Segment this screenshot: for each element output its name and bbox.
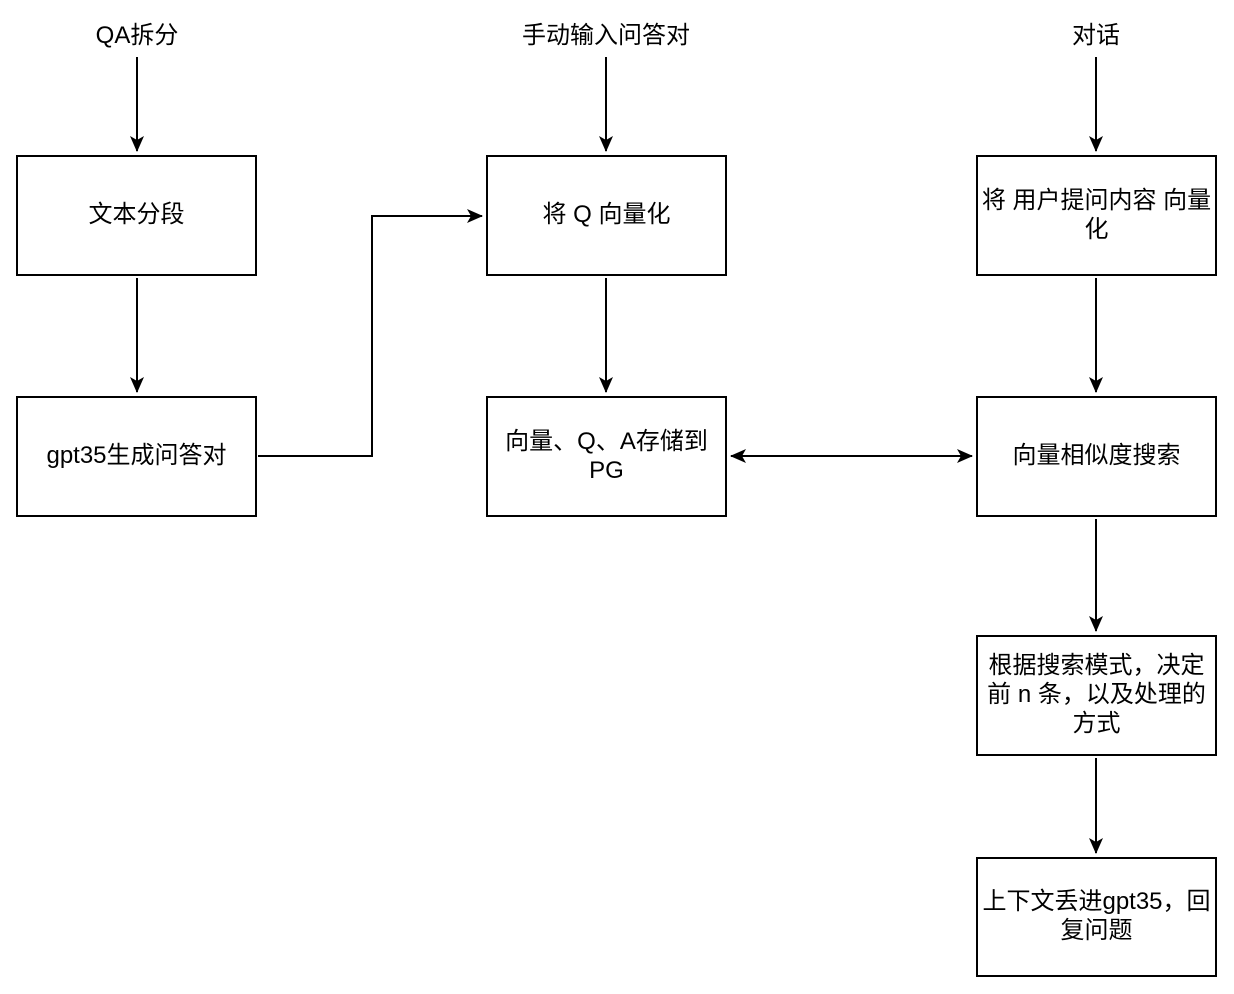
node-search-mode: 根据搜索模式，决定 前 n 条，以及处理的 方式	[976, 635, 1217, 756]
node-store-pg-label: 向量、Q、A存储到 PG	[505, 427, 708, 484]
node-search-mode-label: 根据搜索模式，决定 前 n 条，以及处理的 方式	[987, 652, 1206, 737]
node-similarity-search: 向量相似度搜索	[976, 396, 1217, 517]
node-gen-qa: gpt35生成问答对	[16, 396, 257, 517]
entry-label-dialog: 对话	[1072, 22, 1120, 49]
node-store-pg: 向量、Q、A存储到 PG	[486, 396, 727, 517]
node-gen-qa-label: gpt35生成问答对	[46, 442, 227, 470]
entry-label-qa-split: QA拆分	[95, 22, 179, 49]
node-vectorize-q-label: 将 Q 向量化	[542, 201, 671, 229]
node-vectorize-q: 将 Q 向量化	[486, 155, 727, 276]
node-vectorize-user: 将 用户提问内容 向量 化	[976, 155, 1217, 276]
node-text-split-label: 文本分段	[88, 201, 185, 229]
node-similarity-search-label: 向量相似度搜索	[1012, 442, 1181, 470]
entry-label-manual-input: 手动输入问答对	[522, 22, 690, 49]
node-vectorize-user-label: 将 用户提问内容 向量 化	[981, 186, 1212, 243]
node-answer: 上下文丢进gpt35，回 复问题	[976, 857, 1217, 977]
node-answer-label: 上下文丢进gpt35，回 复问题	[982, 888, 1211, 944]
edge-gen-qa-to-vectorize-q	[258, 209, 483, 457]
node-text-split: 文本分段	[16, 155, 257, 276]
